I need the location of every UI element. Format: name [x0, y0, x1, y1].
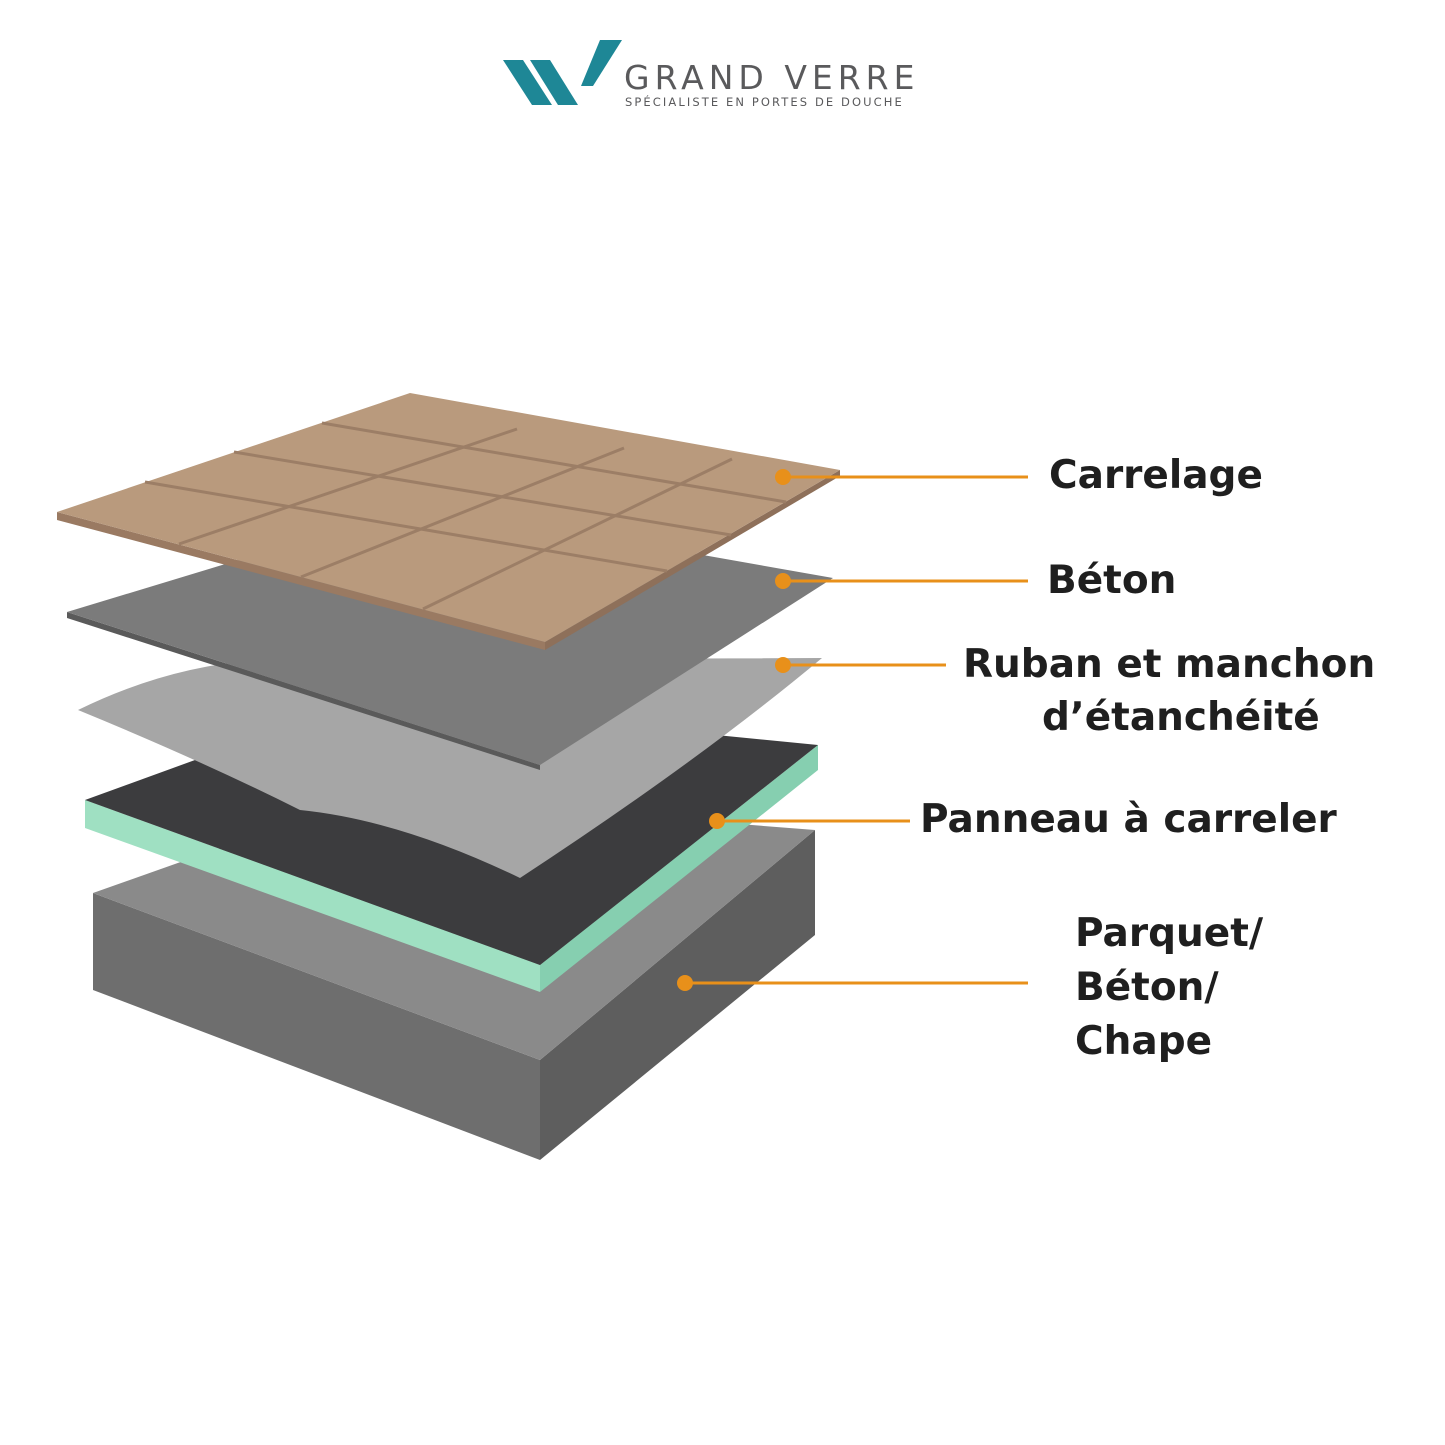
label-beton: Béton	[1047, 558, 1177, 603]
label-panneau: Panneau à carreler	[920, 797, 1337, 842]
label-base-line3: Chape	[1075, 1019, 1213, 1064]
label-ruban-line2: d’étanchéité	[1042, 695, 1320, 740]
label-ruban-line1: Ruban et manchon	[963, 642, 1376, 687]
label-carrelage: Carrelage	[1049, 453, 1263, 498]
logo-subtitle: SPÉCIALISTE EN PORTES DE DOUCHE	[625, 95, 904, 109]
membrane-layer	[78, 658, 822, 878]
leader-lines	[677, 469, 1028, 991]
label-base-line1: Parquet/	[1075, 911, 1264, 956]
tile-layer	[57, 393, 840, 650]
label-base-line2: Béton/	[1075, 965, 1219, 1010]
logo-title: GRAND VERRE	[624, 58, 920, 97]
logo-mark-icon	[503, 40, 622, 105]
